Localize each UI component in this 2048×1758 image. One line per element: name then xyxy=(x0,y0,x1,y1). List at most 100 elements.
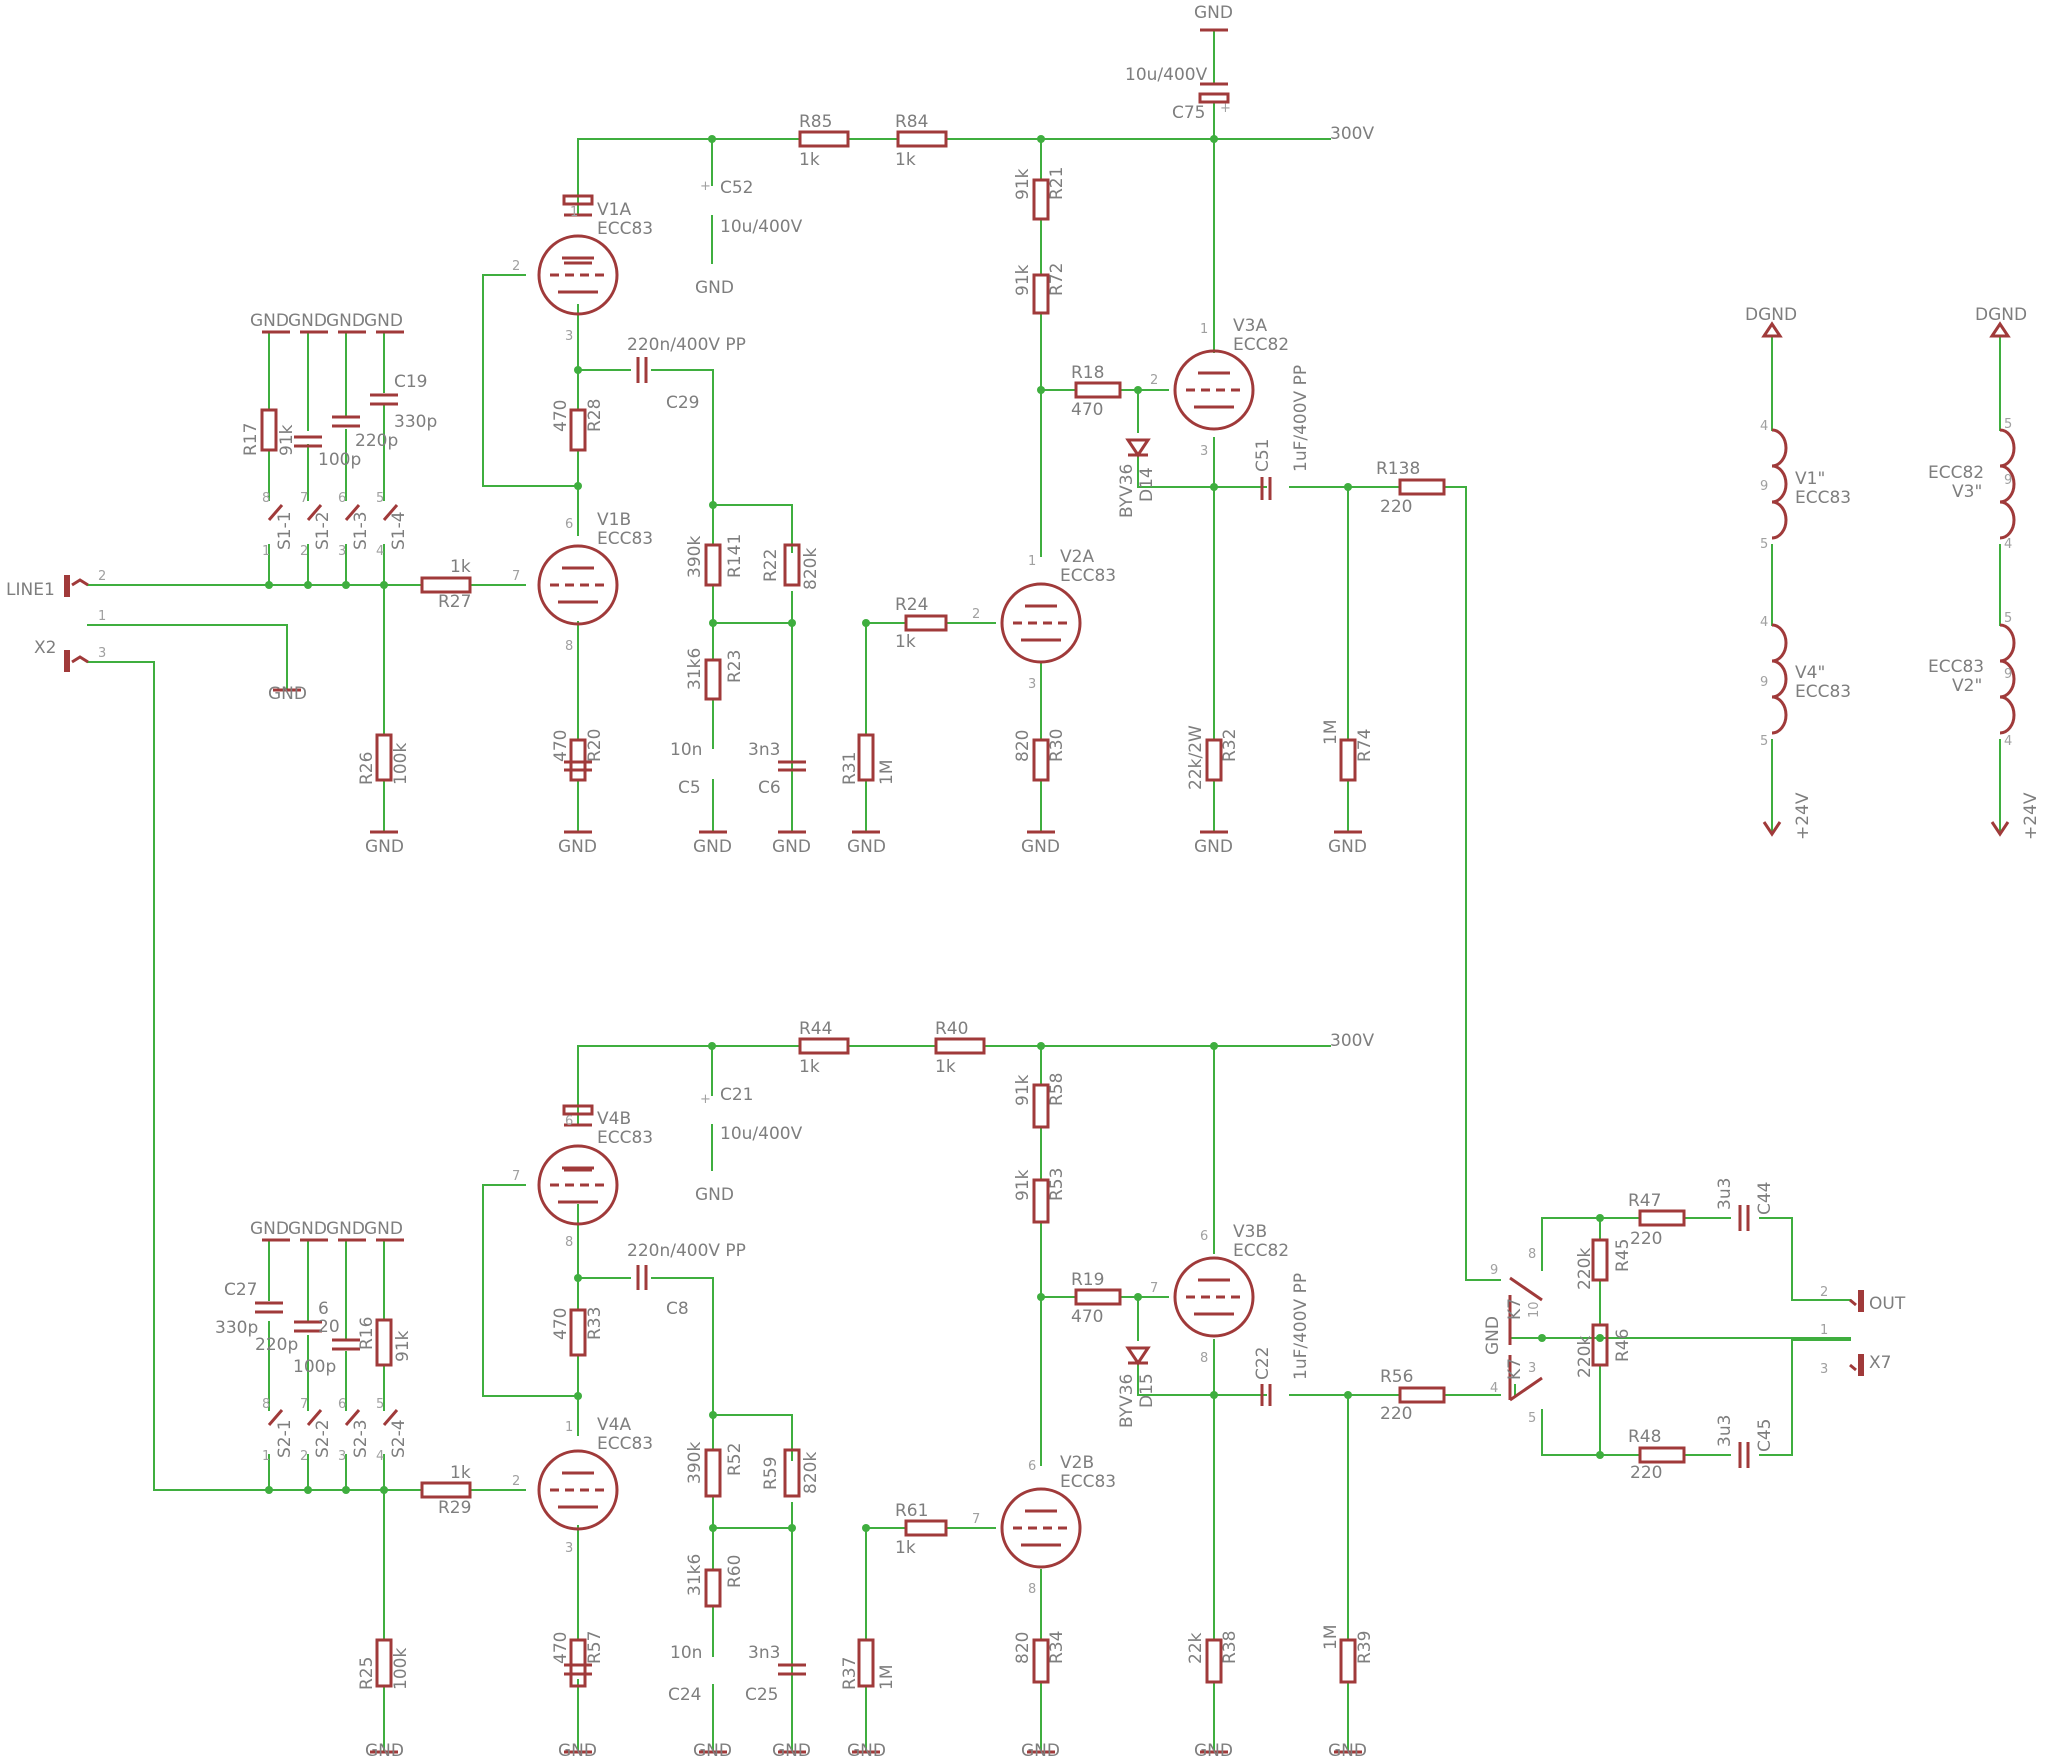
r84-value: 1k xyxy=(895,150,916,170)
gnd-label: GND xyxy=(1328,1741,1367,1758)
r53-value: 91k xyxy=(1013,1169,1033,1201)
tubes xyxy=(537,234,1255,1569)
svg-text:1: 1 xyxy=(570,205,578,220)
r34-value: 820 xyxy=(1013,1632,1033,1664)
labels: GND 300V 300V GND GND GND GND GND GND GN… xyxy=(6,3,2041,1758)
r46-name: R46 xyxy=(1613,1329,1633,1362)
r27-name: R27 xyxy=(438,592,471,612)
v1a-name: V1A xyxy=(597,200,631,220)
c5-value: 10n xyxy=(670,740,702,760)
tube-v3b xyxy=(1173,1256,1255,1338)
svg-text:2: 2 xyxy=(1820,1285,1828,1300)
r32-value: 22k/2W xyxy=(1186,725,1206,790)
relay-label: K7 xyxy=(1505,1298,1525,1320)
wires xyxy=(87,29,2001,1753)
svg-text:2: 2 xyxy=(972,607,980,622)
svg-text:8: 8 xyxy=(262,491,270,506)
c45-name: C45 xyxy=(1755,1418,1775,1452)
svg-text:2: 2 xyxy=(1150,373,1158,388)
switch-label: S1-3 xyxy=(351,511,371,550)
switch-label: S1-4 xyxy=(389,511,409,550)
gnd-label: GND xyxy=(365,1741,404,1758)
v1b-name: V1B xyxy=(597,510,631,530)
c1b-value: 220p xyxy=(355,431,398,451)
svg-text:4: 4 xyxy=(1490,1381,1498,1396)
svg-text:1: 1 xyxy=(262,1449,270,1464)
svg-text:5: 5 xyxy=(1760,537,1768,552)
gnd-label: GND xyxy=(558,1741,597,1758)
r24-value: 1k xyxy=(895,632,916,652)
gnd-label: GND xyxy=(1194,1741,1233,1758)
b300-label-bottom: 300V xyxy=(1330,1031,1374,1051)
r19-value: 470 xyxy=(1071,1307,1103,1327)
svg-text:3: 3 xyxy=(98,646,106,661)
r17-value: 91k xyxy=(277,424,297,456)
line1-label: LINE1 xyxy=(6,580,55,600)
v24-label: +24V xyxy=(1793,792,1813,840)
r33-name: R33 xyxy=(585,1307,605,1340)
r16-value: 91k xyxy=(393,1330,413,1362)
svg-text:+: + xyxy=(700,1092,711,1107)
d15-value: BYV36 xyxy=(1117,1374,1137,1428)
heater-name: V1" xyxy=(1795,469,1825,489)
switch-label: S2-4 xyxy=(389,1419,409,1458)
svg-text:4: 4 xyxy=(376,1449,384,1464)
v1b-type: ECC83 xyxy=(597,529,653,549)
svg-text:9: 9 xyxy=(2004,473,2012,488)
dgnd-label: DGND xyxy=(1975,305,2027,325)
c29-name: C29 xyxy=(666,393,700,413)
capacitors xyxy=(255,82,1750,1676)
r138-name: R138 xyxy=(1376,459,1420,479)
r58-name: R58 xyxy=(1047,1073,1067,1106)
r31-value: 1M xyxy=(877,760,897,785)
c45-value: 3u3 xyxy=(1715,1415,1735,1447)
v4a-name: V4A xyxy=(597,1415,631,1435)
c1-value: 100p xyxy=(318,450,361,470)
svg-text:5: 5 xyxy=(2004,417,2012,432)
c21-value: 10u/400V xyxy=(720,1124,803,1144)
svg-text:5: 5 xyxy=(1528,1411,1536,1426)
heater-type: ECC83 xyxy=(1795,682,1851,702)
svg-text:4: 4 xyxy=(1760,419,1768,434)
svg-text:3: 3 xyxy=(1528,1361,1536,1376)
svg-text:4: 4 xyxy=(1760,615,1768,630)
svg-text:5: 5 xyxy=(376,491,384,506)
r21-name: R21 xyxy=(1047,167,1067,200)
r22-name: R22 xyxy=(761,549,781,582)
r53-name: R53 xyxy=(1047,1168,1067,1201)
c-20-name: 20 xyxy=(318,1317,340,1337)
v4a-type: ECC83 xyxy=(597,1434,653,1454)
tube-v3a xyxy=(1173,349,1255,431)
gnd-label: GND xyxy=(1483,1316,1503,1355)
r45-value: 220k xyxy=(1575,1248,1595,1290)
svg-text:1: 1 xyxy=(1028,554,1036,569)
svg-text:1: 1 xyxy=(565,1420,573,1435)
r39-name: R39 xyxy=(1355,1631,1375,1664)
svg-text:9: 9 xyxy=(2004,667,2012,682)
heater-type: V3" xyxy=(1952,482,1982,502)
svg-text:9: 9 xyxy=(1760,479,1768,494)
svg-text:9: 9 xyxy=(1760,675,1768,690)
c8-name: C8 xyxy=(666,1299,689,1319)
gnd-label: GND xyxy=(772,837,811,857)
v2a-type: ECC83 xyxy=(1060,566,1116,586)
tube-v4a xyxy=(537,1449,619,1531)
gnd-label: GND xyxy=(1021,837,1060,857)
r85-value: 1k xyxy=(799,150,820,170)
r61-name: R61 xyxy=(895,1501,928,1521)
r48-name: R48 xyxy=(1628,1427,1661,1447)
svg-text:+: + xyxy=(1220,101,1231,116)
gnd-label: GND xyxy=(1194,837,1233,857)
svg-text:3: 3 xyxy=(565,1541,573,1556)
r18-name: R18 xyxy=(1071,363,1104,383)
gnd-label: GND xyxy=(1194,3,1233,23)
r59-value: 820k xyxy=(801,1452,821,1494)
r23-value: 31k6 xyxy=(685,648,705,690)
gnd-label: GND xyxy=(326,1219,365,1239)
r25-value: 100k xyxy=(391,1648,411,1690)
heater-name: V4" xyxy=(1795,663,1825,683)
gnd-label: GND xyxy=(1021,1741,1060,1758)
svg-text:8: 8 xyxy=(565,639,573,654)
svg-text:3: 3 xyxy=(565,329,573,344)
gnd-label: GND xyxy=(364,1219,403,1239)
